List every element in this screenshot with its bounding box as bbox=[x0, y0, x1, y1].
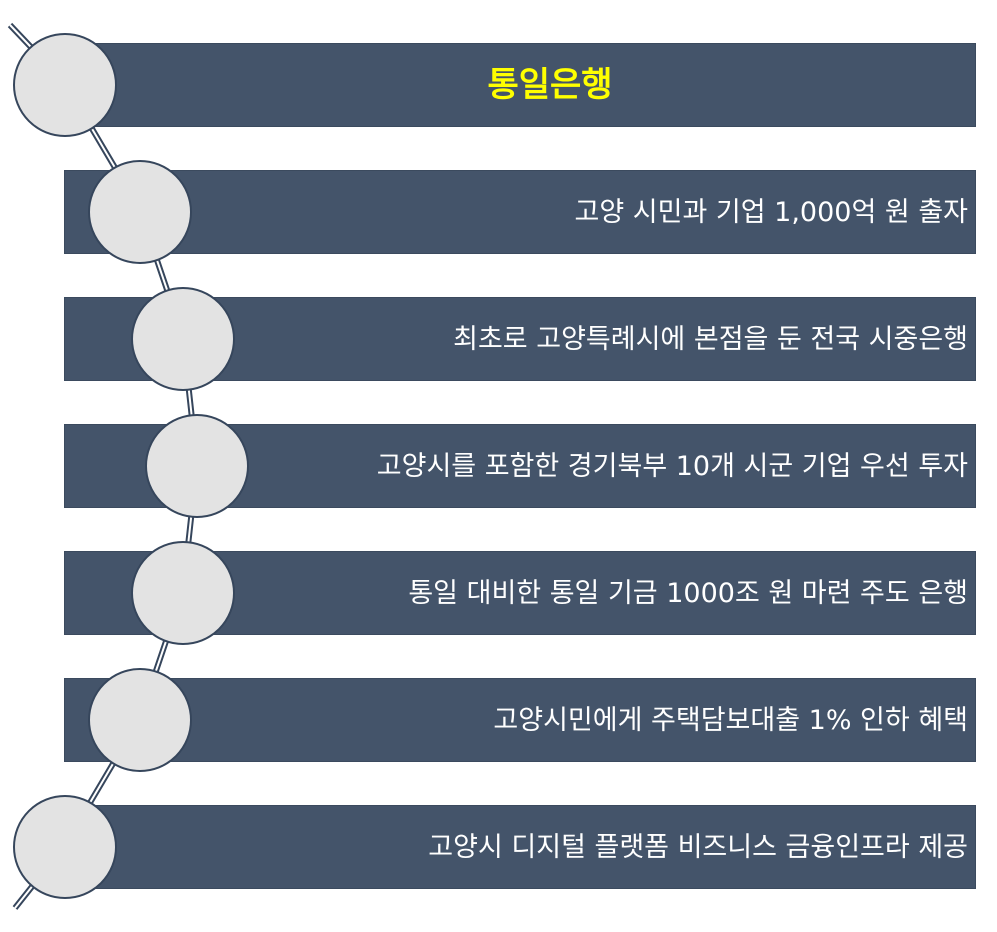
item-circle-marker-4 bbox=[131, 541, 235, 645]
item-text-3: 고양시를 포함한 경기북부 10개 시군 기업 우선 투자 bbox=[376, 450, 968, 482]
title-text: 통일은행 bbox=[487, 65, 613, 105]
item-bar-5: 고양시민에게 주택담보대출 1% 인하 혜택 bbox=[64, 678, 976, 762]
item-circle-marker-2 bbox=[131, 287, 235, 391]
item-text-5: 고양시민에게 주택담보대출 1% 인하 혜택 bbox=[493, 704, 968, 736]
title-bar: 통일은행 bbox=[64, 43, 976, 127]
item-bar-1: 고양 시민과 기업 1,000억 원 출자 bbox=[64, 170, 976, 254]
item-text-4: 통일 대비한 통일 기금 1000조 원 마련 주도 은행 bbox=[408, 577, 968, 609]
title-circle-marker bbox=[13, 33, 117, 137]
item-circle-marker-6 bbox=[13, 795, 117, 899]
item-text-1: 고양 시민과 기업 1,000억 원 출자 bbox=[574, 196, 968, 228]
item-circle-marker-1 bbox=[88, 160, 192, 264]
item-circle-marker-3 bbox=[145, 414, 249, 518]
item-bar-6: 고양시 디지털 플랫폼 비즈니스 금융인프라 제공 bbox=[64, 805, 976, 889]
item-text-6: 고양시 디지털 플랫폼 비즈니스 금융인프라 제공 bbox=[428, 831, 968, 863]
item-text-2: 최초로 고양특례시에 본점을 둔 전국 시중은행 bbox=[453, 323, 968, 355]
item-circle-marker-5 bbox=[88, 668, 192, 772]
